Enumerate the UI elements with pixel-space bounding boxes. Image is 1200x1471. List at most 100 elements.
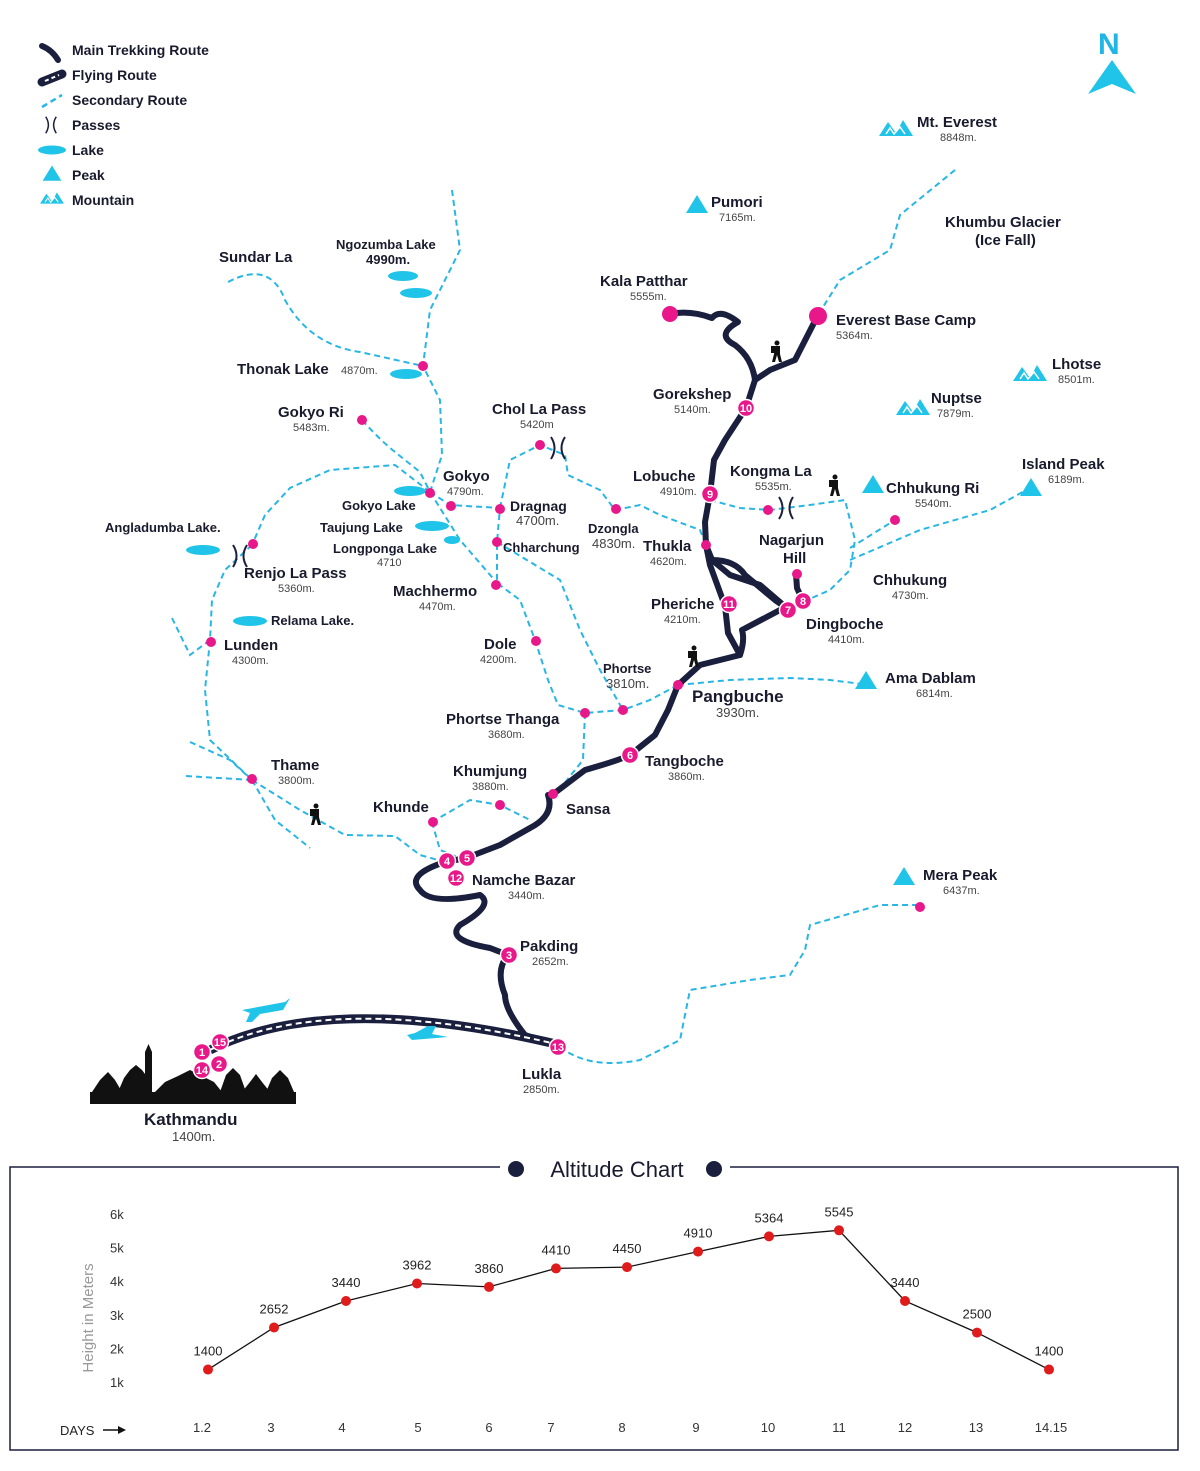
stop-marker [248, 539, 258, 549]
place-sansa: Sansa [566, 801, 611, 818]
data-label: 3440 [332, 1275, 361, 1290]
svg-text:4700m.: 4700m. [516, 513, 559, 528]
day-marker: 10 [736, 398, 756, 418]
svg-text:3880m.: 3880m. [472, 781, 509, 793]
svg-text:Kathmandu: Kathmandu [144, 1110, 238, 1129]
place-chharchung: Chharchung [503, 540, 580, 555]
data-label: 1400 [194, 1344, 223, 1359]
svg-text:4200m.: 4200m. [480, 654, 517, 666]
svg-text:5540m.: 5540m. [915, 498, 952, 510]
data-label: 2500 [963, 1307, 992, 1322]
svg-text:Khumjung: Khumjung [453, 763, 527, 780]
svg-text:9: 9 [707, 489, 713, 501]
svg-text:Chol La Pass: Chol La Pass [492, 401, 586, 418]
lake-icon [38, 145, 66, 155]
svg-text:Pheriche: Pheriche [651, 596, 714, 613]
svg-text:5140m.: 5140m. [674, 404, 711, 416]
place-taujung-lake: Taujung Lake [320, 520, 403, 535]
airplane-icon [242, 998, 290, 1022]
svg-text:6814m.: 6814m. [916, 688, 953, 700]
day-marker: 3 [499, 945, 519, 965]
svg-text:4710: 4710 [377, 557, 401, 569]
svg-text:Lukla: Lukla [522, 1066, 562, 1083]
data-point [900, 1296, 910, 1307]
north-arrow-icon [1088, 60, 1136, 94]
day-marker: 6 [620, 745, 640, 765]
chart-title-dot [508, 1161, 524, 1177]
legend-label: Passes [72, 117, 120, 133]
svg-text:Hill: Hill [783, 550, 806, 567]
stop-marker [580, 708, 590, 718]
day-marker: 13 [548, 1037, 568, 1057]
stop-marker [535, 440, 545, 450]
svg-text:4300m.: 4300m. [232, 655, 269, 667]
x-tick-label: 3 [267, 1420, 274, 1435]
lakes [186, 271, 460, 626]
x-axis-label: DAYS [60, 1423, 95, 1438]
chart-title: Altitude Chart [550, 1157, 683, 1182]
data-point [764, 1231, 774, 1242]
svg-text:3: 3 [506, 950, 512, 962]
pass-icon [550, 436, 566, 460]
day-marker: 12 [446, 868, 466, 888]
data-point [341, 1296, 351, 1307]
svg-text:15: 15 [214, 1037, 226, 1049]
svg-text:Thonak Lake: Thonak Lake [237, 361, 329, 378]
y-axis-label: Height in Meters [80, 1263, 97, 1372]
svg-text:Namche Bazar: Namche Bazar [472, 872, 576, 889]
svg-text:Sundar La: Sundar La [219, 249, 293, 266]
svg-text:Pakding: Pakding [520, 938, 578, 955]
svg-text:5535m.: 5535m. [755, 481, 792, 493]
svg-text:5483m.: 5483m. [293, 422, 330, 434]
x-tick-label: 12 [898, 1420, 912, 1435]
legend-label: Lake [72, 142, 104, 158]
data-label: 5364 [755, 1210, 784, 1225]
x-tick-label: 10 [761, 1420, 775, 1435]
stop-marker [548, 789, 558, 799]
svg-text:Mera Peak: Mera Peak [923, 867, 998, 884]
svg-text:Ama Dablam: Ama Dablam [885, 670, 976, 687]
x-tick-label: 5 [414, 1420, 421, 1435]
svg-text:6189m.: 6189m. [1048, 474, 1085, 486]
hiker-icon [310, 803, 321, 825]
svg-text:Angladumba Lake.: Angladumba Lake. [105, 520, 221, 535]
legend-label: Secondary Route [72, 92, 187, 108]
stop-marker [763, 505, 773, 515]
x-tick-label: 9 [692, 1420, 699, 1435]
stop-marker [701, 540, 711, 550]
svg-text:4620m.: 4620m. [650, 556, 687, 568]
svg-text:(Ice Fall): (Ice Fall) [975, 232, 1036, 249]
svg-text:Mt. Everest: Mt. Everest [917, 114, 997, 131]
north-label: N [1098, 28, 1120, 61]
data-label: 1400 [1035, 1344, 1064, 1359]
svg-text:Lunden: Lunden [224, 637, 278, 654]
svg-text:Gokyo Lake: Gokyo Lake [342, 498, 416, 513]
secondary-route-icon [41, 93, 63, 109]
place-khunde: Khunde [373, 799, 429, 816]
svg-text:Machhermo: Machhermo [393, 583, 477, 600]
svg-text:1400m.: 1400m. [172, 1129, 215, 1144]
stop-marker [662, 306, 678, 322]
hiker-icon [688, 645, 699, 667]
day-markers: 1 2 3 4 5 6 7 8 9 10 11 12 13 14 15 [192, 398, 813, 1080]
